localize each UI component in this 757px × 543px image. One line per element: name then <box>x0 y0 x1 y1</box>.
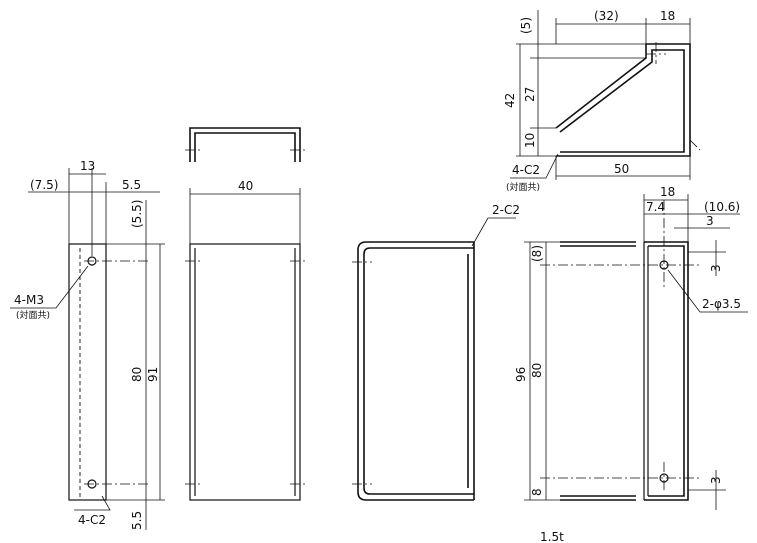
dim-right-bottom-edge: 3 <box>709 476 723 484</box>
leader-detail-chamfer <box>510 153 559 179</box>
dim-detail-length: 50 <box>614 162 629 176</box>
dim-side-width: 13 <box>80 159 95 173</box>
dim-side-top-offset: (7.5) <box>30 178 58 192</box>
note-holes: 2-φ3.5 <box>702 297 741 311</box>
dim-detail-slant-width: (32) <box>594 9 619 23</box>
section-view: 2-C2 <box>352 203 520 501</box>
u-profile-inner <box>194 132 296 162</box>
dim-right-hole-x: 7.4 <box>646 200 665 214</box>
dim-detail-bottom: 10 <box>523 133 537 148</box>
section-inner-left <box>363 247 474 495</box>
leader-holes <box>667 269 748 313</box>
right-view-outline <box>644 241 689 501</box>
note-detail-chamfer: 4-C2 <box>512 163 540 177</box>
note-tap: 4-M3 <box>14 293 44 307</box>
dim-front-width: 40 <box>238 179 253 193</box>
dim-side-bottom-margin: 5.5 <box>130 511 144 530</box>
dim-detail-flange: 18 <box>660 9 675 23</box>
dim-side-edge: 5.5 <box>122 178 141 192</box>
detail-outline-inner <box>559 49 685 153</box>
dim-detail-middle: 27 <box>523 87 537 102</box>
leader-tap <box>10 265 89 309</box>
dim-side-hole-pitch: 80 <box>130 367 144 382</box>
dim-right-edge-top: 3 <box>706 214 714 228</box>
front-view-outline <box>189 243 301 501</box>
section-outer <box>357 241 474 501</box>
side-view: 13 (7.5) 5.5 (5.5) 80 91 5.5 4-M3 (対面共) … <box>10 159 165 530</box>
note-tap-sub: (対面共) <box>16 309 50 321</box>
detail-outline-outer <box>555 43 691 157</box>
detail-view: (32) 18 (5) 42 27 10 50 4-C2 (対面共) <box>503 9 701 193</box>
thickness-note: 1.5t <box>540 530 564 543</box>
dim-side-top-margin: (5.5) <box>130 200 144 228</box>
dim-right-flange: 18 <box>660 185 675 199</box>
dim-right-top: (8) <box>530 245 544 262</box>
dim-right-height: 96 <box>514 367 528 382</box>
dim-detail-height: 42 <box>503 93 517 108</box>
front-view: 40 <box>185 127 305 501</box>
leader-chamfer <box>74 495 111 511</box>
side-view-outline <box>68 243 107 501</box>
dim-detail-top-gap: (5) <box>519 17 533 34</box>
note-side-chamfer: 4-C2 <box>78 513 106 527</box>
right-view: 18 7.4 (10.6) 3 (8) 96 80 8 3 3 2-φ3.5 <box>514 185 748 510</box>
leader-section-chamfer <box>471 217 516 247</box>
right-view-inner <box>648 245 685 497</box>
note-detail-chamfer-sub: (対面共) <box>506 181 540 193</box>
dim-right-hole-edge: 3 <box>709 264 723 272</box>
note-section-chamfer: 2-C2 <box>492 203 520 217</box>
dim-side-height: 91 <box>146 367 160 382</box>
u-profile-outer <box>189 127 301 162</box>
dim-right-bottom: 8 <box>530 488 544 496</box>
dim-right-offset: (10.6) <box>704 200 740 214</box>
dim-right-hole-pitch: 80 <box>530 363 544 378</box>
